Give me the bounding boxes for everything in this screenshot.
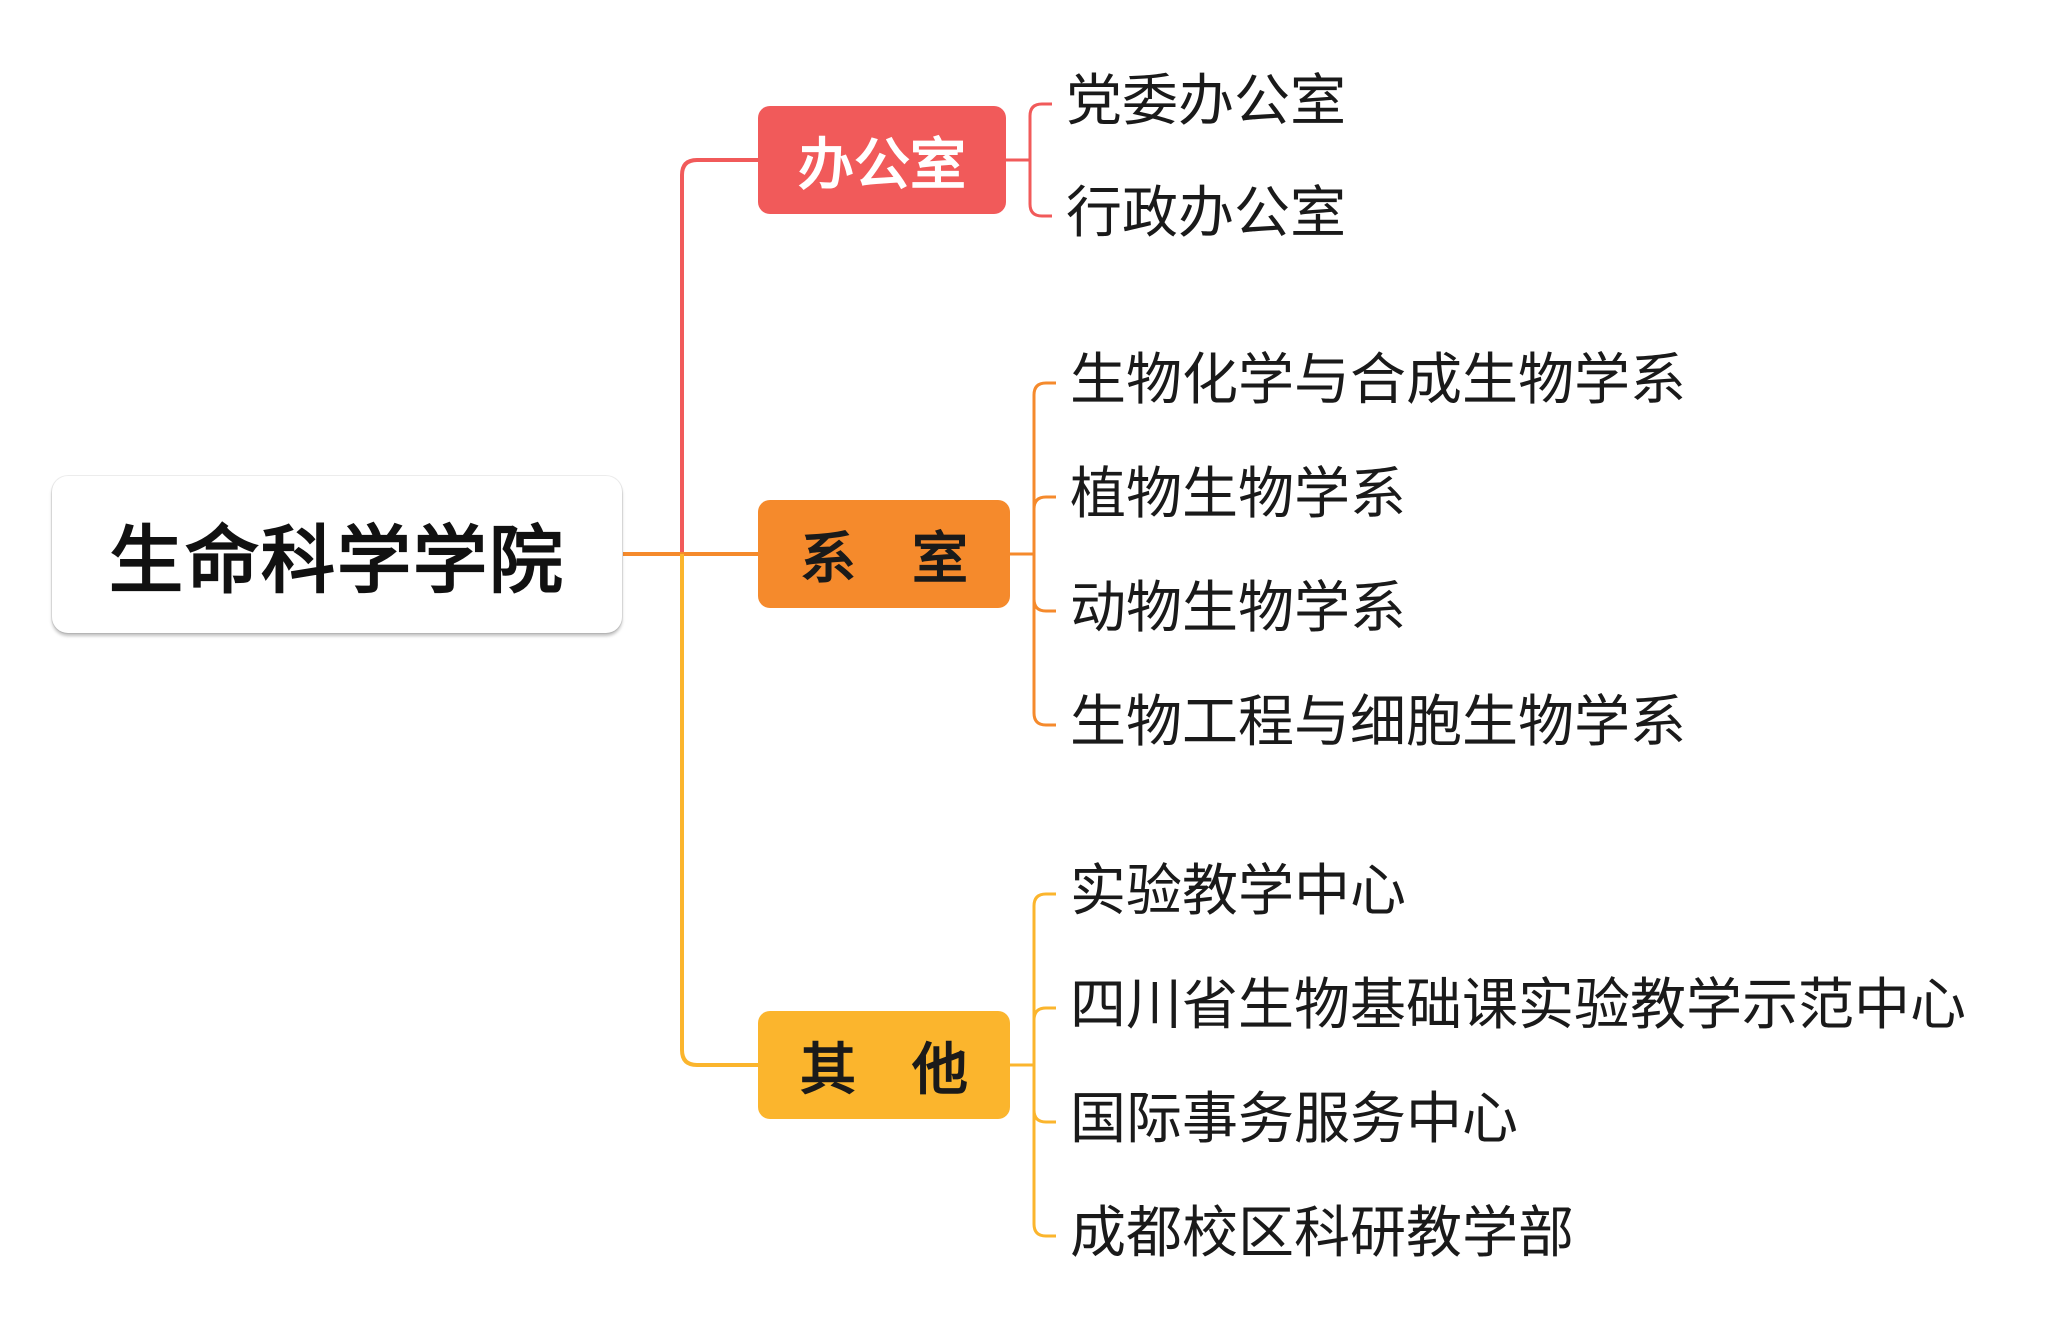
leaf-international-affairs-center: 国际事务服务中心	[1070, 1087, 1518, 1152]
branch-departments: 系 室	[758, 500, 1010, 608]
department-item-connectors	[1010, 381, 1056, 727]
branch-others: 其 他	[758, 1011, 1010, 1119]
branch-office: 办公室	[758, 106, 1006, 214]
leaf-chengdu-campus-research: 成都校区科研教学部	[1070, 1201, 1574, 1266]
root-node: 生命科学学院	[52, 476, 622, 633]
root-label: 生命科学学院	[109, 518, 565, 604]
trunk-connector-others	[680, 554, 758, 1067]
leaf-administrative-office: 行政办公室	[1066, 181, 1346, 246]
leaf-animal-biology-department: 动物生物学系	[1070, 576, 1406, 641]
trunk-connector-office	[622, 158, 758, 556]
office-item-connectors	[1006, 102, 1052, 218]
branch-office-label: 办公室	[798, 132, 966, 198]
leaf-plant-biology-department: 植物生物学系	[1070, 462, 1406, 527]
leaf-sichuan-demo-center: 四川省生物基础课实验教学示范中心	[1070, 973, 1966, 1038]
leaf-biochemistry-department: 生物化学与合成生物学系	[1070, 348, 1686, 413]
leaf-party-committee-office: 党委办公室	[1066, 69, 1346, 134]
branch-departments-label: 系 室	[800, 526, 968, 592]
leaf-bioengineering-department: 生物工程与细胞生物学系	[1070, 690, 1686, 755]
branch-others-label: 其 他	[800, 1037, 968, 1103]
others-item-connectors	[1010, 892, 1056, 1238]
leaf-experimental-teaching-center: 实验教学中心	[1070, 859, 1406, 924]
